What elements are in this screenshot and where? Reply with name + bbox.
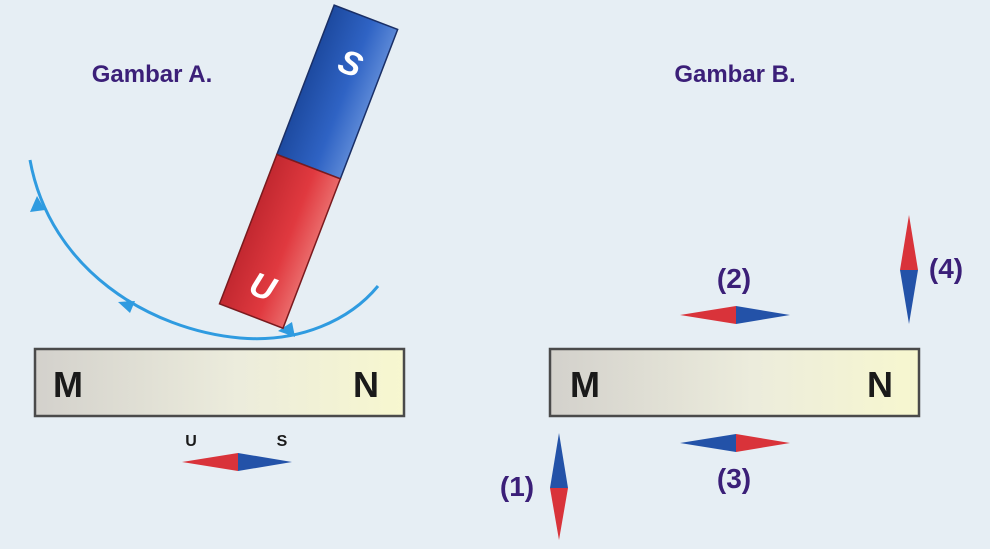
- compass-needle-blue: [900, 270, 918, 324]
- bar-a-right-label: N: [353, 364, 379, 405]
- compass-a-left-label: U: [185, 433, 197, 450]
- compass-3: (3): [680, 434, 790, 494]
- stroking-magnet: S U: [218, 4, 399, 330]
- compass-3-label: (3): [717, 463, 751, 494]
- bar-magnet-b: M N: [548, 347, 921, 418]
- compass-needle-blue: [736, 306, 790, 324]
- bar-a-left-label: M: [53, 364, 83, 405]
- path-arrow-icon: [278, 322, 295, 337]
- compass-4-label: (4): [929, 253, 963, 284]
- path-arrow-icon: [30, 196, 45, 212]
- figure-b-title: Gambar B.: [674, 61, 795, 88]
- compass-1-label: (1): [500, 471, 534, 502]
- compass-needle-blue: [238, 453, 292, 471]
- figure-a-title: Gambar A.: [92, 61, 212, 88]
- bar-b-left-label: M: [570, 364, 600, 405]
- compass-needle-blue: [550, 433, 568, 488]
- compass-needle-blue: [680, 434, 736, 452]
- compass-needle-red: [900, 215, 918, 270]
- stroking-path: [28, 159, 380, 341]
- compass-2-label: (2): [717, 263, 751, 294]
- compass-1: (1): [500, 433, 568, 540]
- compass-needle-red: [736, 434, 790, 452]
- bar-magnet-a: M N: [33, 347, 406, 418]
- compass-2: (2): [680, 263, 790, 324]
- compass-4: (4): [900, 215, 963, 324]
- compass-a: U S: [182, 433, 292, 471]
- magnet-south-pole: [275, 4, 399, 180]
- compass-needle-red: [182, 453, 238, 471]
- bar-b-right-label: N: [867, 364, 893, 405]
- compass-a-right-label: S: [277, 433, 288, 450]
- compass-needle-red: [550, 488, 568, 540]
- path-arrow-icon: [118, 301, 135, 313]
- magnet-north-pole: [218, 153, 342, 330]
- compass-needle-red: [680, 306, 736, 324]
